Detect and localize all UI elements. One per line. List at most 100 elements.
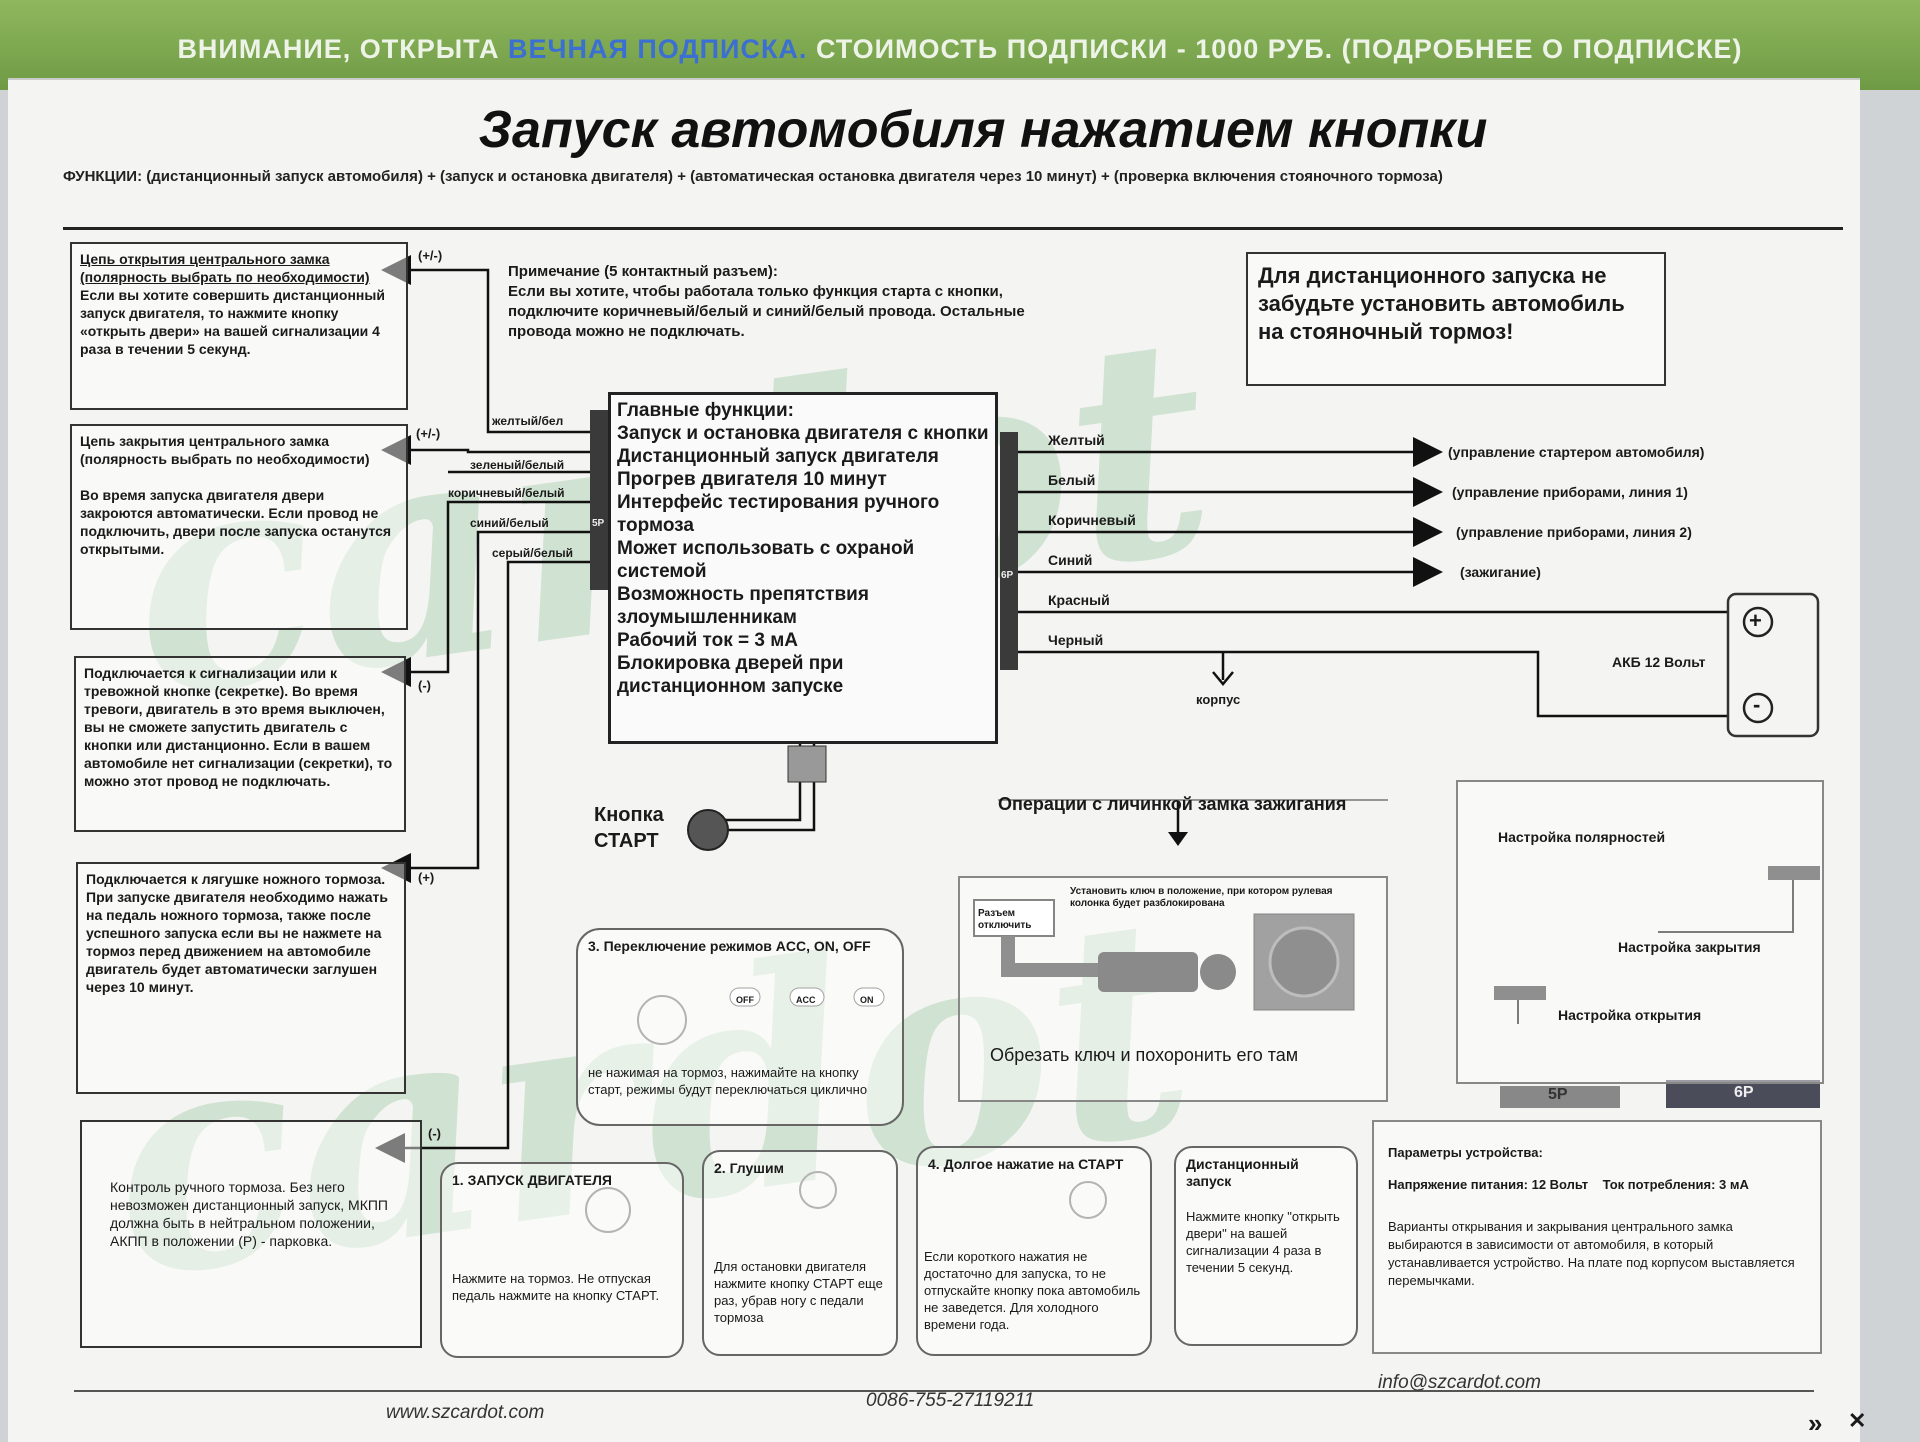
central-lock-close-title: Цепь закрытия центрального замка (полярн… — [80, 433, 370, 467]
alarm-box: Подключается к сигнализации или к тревож… — [74, 656, 406, 832]
start-button-label: Кнопка СТАРТ — [594, 804, 664, 852]
right-wire-purpose: (управление приборами, линия 2) — [1456, 524, 1692, 540]
battery-minus-icon: - — [1753, 692, 1761, 717]
central-lock-close-body: Во время запуска двигателя двери закроют… — [80, 487, 392, 557]
step-box: 1. ЗАПУСК ДВИГАТЕЛЯ Нажмите на тормоз. Н… — [440, 1162, 684, 1358]
central-lock-open-box: Цепь открытия центрального замка (полярн… — [70, 242, 408, 410]
main-function-item: Блокировка дверей при дистанционном запу… — [617, 653, 844, 697]
step-box: 4. Долгое нажатие на СТАРТ Если коротког… — [916, 1146, 1152, 1356]
right-wire-color: Черный — [1048, 632, 1104, 648]
mode-state: ACC — [796, 995, 816, 1005]
banner-text-2[interactable]: СТОИМОСТЬ ПОДПИСКИ - 1000 РУБ. (ПОДРОБНЕ… — [807, 34, 1743, 64]
close-icon[interactable]: ✕ — [1848, 1408, 1867, 1433]
step-box: Дистанционный запуск Нажмите кнопку "отк… — [1174, 1146, 1358, 1346]
wire-label: желтый/бел — [492, 414, 564, 428]
main-function-item: Прогрев двигателя 10 минут — [617, 469, 887, 490]
footer-phone: 0086-755-27119211 — [866, 1390, 1035, 1411]
banner-link[interactable]: ВЕЧНАЯ ПОДПИСКА. — [507, 34, 808, 64]
ignition-hint: Установить ключ в положение, при котором… — [1070, 886, 1333, 909]
handbrake-body: Контроль ручного тормоза. Без него невоз… — [110, 1179, 388, 1249]
main-function-item: Интерфейс тестирования ручного тормоза — [617, 492, 940, 536]
params-body: Варианты открывания и закрывания централ… — [1388, 1219, 1795, 1288]
step-body: Нажмите кнопку "открыть двери" на вашей … — [1186, 1209, 1340, 1275]
polarity-title: Настройка полярностей — [1498, 829, 1666, 845]
right-wire-purpose: (управление стартером автомобиля) — [1448, 444, 1705, 460]
footer-rule — [74, 1390, 1814, 1392]
step-title: Дистанционный запуск — [1186, 1156, 1299, 1189]
banner-text-1: ВНИМАНИЕ, ОТКРЫТА — [177, 34, 508, 64]
ignition-box: Установить ключ в положение, при котором… — [958, 876, 1388, 1102]
wire-label: коричневый/белый — [448, 486, 565, 500]
main-functions-heading: Главные функции: — [617, 400, 794, 421]
central-lock-close-box: Цепь закрытия центрального замка (полярн… — [70, 424, 408, 630]
mode-state: ON — [860, 995, 874, 1005]
main-functions-box: Главные функции: Запуск и остановка двиг… — [608, 392, 998, 744]
step-box: 2. Глушим Для остановки двигателя нажмит… — [702, 1150, 898, 1356]
params-line: Напряжение питания: 12 Вольт Ток потребл… — [1388, 1177, 1749, 1192]
footer-site[interactable]: www.szcardot.com — [386, 1402, 545, 1423]
main-function-item: Дистанционный запуск двигателя — [617, 446, 939, 467]
wire-label: синий/белый — [470, 516, 549, 530]
ignition-caption: Обрезать ключ и похоронить его там — [990, 1045, 1299, 1065]
step-title: 4. Долгое нажатие на СТАРТ — [928, 1156, 1124, 1172]
right-wire-purpose: (зажигание) — [1460, 564, 1541, 580]
note-body: Если вы хотите, чтобы работала только фу… — [508, 283, 1025, 340]
title-divider — [63, 227, 1843, 230]
main-function-item: Может использовать с охраной системой — [617, 538, 915, 582]
wiring-diagram — [375, 255, 1820, 1233]
right-wire-color: Белый — [1048, 472, 1096, 488]
modes-body: не нажимая на тормоз, нажимайте на кнопк… — [588, 1065, 868, 1097]
document-sheet: cardot cardot Запуск автомобиля нажатием… — [8, 78, 1866, 1442]
modes-box: 3. Переключение режимов ACC, ON, OFF OFF… — [576, 928, 904, 1126]
right-wire-purpose: (управление приборами, линия 1) — [1452, 484, 1688, 500]
connector-note: Примечание (5 контактный разъем): Если в… — [508, 262, 1078, 342]
ignition-connector-label: Разъем отключить — [978, 908, 1032, 931]
next-page-icon[interactable]: » — [1808, 1408, 1823, 1438]
ignition-heading: Операции с личинкой замка зажигания — [998, 794, 1347, 814]
polarity-5p-label: 5P — [1548, 1086, 1568, 1103]
brake-pedal-body: Подключается к лягушке ножного тормоза. … — [86, 871, 388, 995]
main-function-item: Возможность препятствия злоумышленникам — [617, 584, 869, 628]
note-title: Примечание (5 контактный разъем): — [508, 263, 778, 280]
device-params-box: Параметры устройства: Напряжение питания… — [1372, 1120, 1822, 1354]
ground-label: корпус — [1196, 692, 1241, 707]
page-title: Запуск автомобиля нажатием кнопки — [478, 101, 1488, 159]
polarity-label: (+) — [418, 870, 435, 885]
main-function-item: Рабочий ток = 3 мА — [617, 630, 798, 651]
step-body: Если короткого нажатия не достаточно для… — [924, 1249, 1141, 1332]
modes-title: 3. Переключение режимов ACC, ON, OFF — [588, 938, 871, 954]
alarm-body: Подключается к сигнализации или к тревож… — [84, 665, 393, 789]
main-function-item: Запуск и остановка двигателя с кнопки — [617, 423, 989, 444]
polarity-label: (+/-) — [416, 426, 441, 441]
params-title: Параметры устройства: — [1388, 1145, 1543, 1160]
polarity-label: (+/-) — [418, 248, 443, 263]
mode-state: OFF — [736, 995, 754, 1005]
battery-label: АКБ 12 Вольт — [1612, 654, 1706, 670]
functions-line: ФУНКЦИИ: (дистанционный запуск автомобил… — [63, 168, 1443, 185]
polarity-label: (-) — [418, 678, 431, 693]
central-lock-open-title: Цепь открытия центрального замка (полярн… — [80, 251, 370, 285]
polarity-close-label: Настройка закрытия — [1618, 939, 1761, 955]
polarity-label: (-) — [428, 1126, 441, 1141]
step-body: Для остановки двигателя нажмите кнопку С… — [714, 1259, 883, 1325]
right-wire-color: Синий — [1048, 552, 1093, 568]
footer-email[interactable]: info@szcardot.com — [1378, 1372, 1541, 1393]
right-wire-color: Коричневый — [1048, 512, 1136, 528]
step-title: 1. ЗАПУСК ДВИГАТЕЛЯ — [452, 1172, 612, 1188]
handbrake-box: Контроль ручного тормоза. Без него невоз… — [80, 1120, 422, 1348]
brake-pedal-box: Подключается к лягушке ножного тормоза. … — [76, 862, 406, 1094]
right-wire-color: Желтый — [1048, 432, 1105, 448]
connector-6p-label: 6P — [1001, 570, 1014, 581]
step-title: 2. Глушим — [714, 1160, 784, 1176]
step-body: Нажмите на тормоз. Не отпуская педаль на… — [452, 1271, 660, 1303]
subscription-banner[interactable]: ВНИМАНИЕ, ОТКРЫТА ВЕЧНАЯ ПОДПИСКА. СТОИМ… — [0, 0, 1920, 90]
right-wire-color: Красный — [1048, 592, 1110, 608]
polarity-panel: Настройка полярностей Настройка закрытия… — [1456, 780, 1824, 1084]
wire-label: зеленый/белый — [470, 458, 565, 472]
central-lock-open-body: Если вы хотите совершить дистанционный з… — [80, 287, 385, 357]
polarity-6p-label: 6P — [1734, 1084, 1754, 1101]
battery-plus-icon: + — [1749, 608, 1762, 633]
wire-label: серый/белый — [492, 546, 573, 560]
handbrake-warning: Для дистанционного запуска не забудьте у… — [1246, 252, 1666, 386]
connector-5p-label: 5P — [592, 518, 605, 529]
